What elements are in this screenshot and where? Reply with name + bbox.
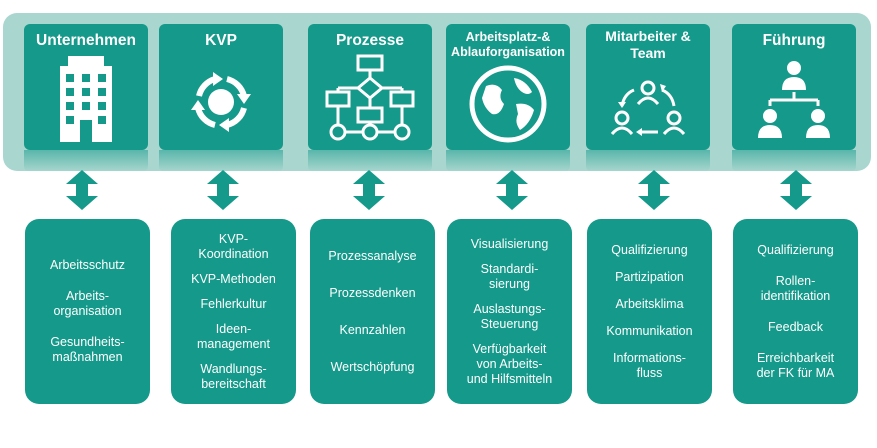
building-icon [60,56,112,142]
cycle-arrows-icon [191,72,251,132]
card-item: Kommunikation [606,323,693,338]
card-item: Informations- fluss [613,350,686,380]
tile-title: Führung [762,32,826,49]
double-arrow-icon [353,170,385,210]
card-item: Arbeitsklima [615,296,684,311]
card-arbeitsplatz: Visualisierung Standardi- sierung Auslas… [447,219,572,404]
tile-reflection [308,150,432,172]
tile-title: KVP [205,32,237,49]
card-item: KVP-Methoden [191,271,276,286]
tile-prozesse: Prozesse [308,24,432,150]
tile-kvp: KVP [159,24,283,150]
globe-icon [469,65,547,143]
tile-reflection [732,150,856,172]
hierarchy-icon [758,61,830,138]
card-item: Prozessdenken [329,285,416,300]
card-kvp: KVP- Koordination KVP-Methoden Fehlerkul… [171,219,296,404]
double-arrow-icon [780,170,812,210]
card-item: Fehlerkultur [200,296,267,311]
card-item: Auslastungs- Steuerung [473,301,546,331]
tile-title: Mitarbeiter & Team [605,28,691,61]
card-item: Partizipation [615,269,684,284]
card-fuehrung: Qualifizierung Rollen- identifikation Fe… [733,219,858,404]
tile-reflection [24,150,148,172]
card-item: Arbeitsschutz [49,258,126,272]
card-item: Wertschöpfung [330,359,415,374]
card-item: Arbeits- organisation [53,289,122,318]
tile-title: Prozesse [335,32,405,49]
card-mitarbeiter: Qualifizierung Partizipation Arbeitsklim… [587,219,712,404]
card-item: Qualifizierung [611,242,688,257]
flowchart-icon [325,54,415,141]
card-item: Kennzahlen [339,322,406,337]
tile-title: Unternehmen [36,32,136,49]
card-item: Erreichbarkeit der FK für MA [756,350,835,380]
card-item: Rollen- identifikation [760,273,831,303]
card-prozesse: Prozessanalyse Prozessdenken Kennzahlen … [310,219,435,404]
double-arrow-icon [638,170,670,210]
card-item: Visualisierung [470,236,549,251]
card-item: Gesundheits- maßnahmen [50,335,125,364]
double-arrow-icon [496,170,528,210]
double-arrow-icon [207,170,239,210]
tile-title: Arbeitsplatz-& Ablauforganisation [451,30,565,59]
card-unternehmen: Arbeitsschutz Arbeits- organisation Gesu… [25,219,150,404]
card-item: Qualifizierung [757,242,834,257]
tile-unternehmen: Unternehmen [24,24,148,150]
card-item: Verfügbarkeit von Arbeits- und Hilfsmitt… [466,341,553,386]
card-item: Ideen- management [197,321,270,351]
tile-fuehrung: Führung [732,24,856,150]
team-cycle-icon [610,80,686,136]
tile-reflection [159,150,283,172]
card-item: Feedback [768,319,823,334]
tile-mitarbeiter: Mitarbeiter & Team [586,24,710,150]
card-item: Wandlungs- bereitschaft [200,361,267,391]
card-item: Prozessanalyse [328,248,417,263]
tile-reflection [446,150,570,172]
tile-arbeitsplatz: Arbeitsplatz-& Ablauforganisation [446,24,570,150]
tile-reflection [586,150,710,172]
double-arrow-icon [66,170,98,210]
card-item: KVP- Koordination [198,231,269,261]
card-item: Standardi- sierung [480,261,539,291]
